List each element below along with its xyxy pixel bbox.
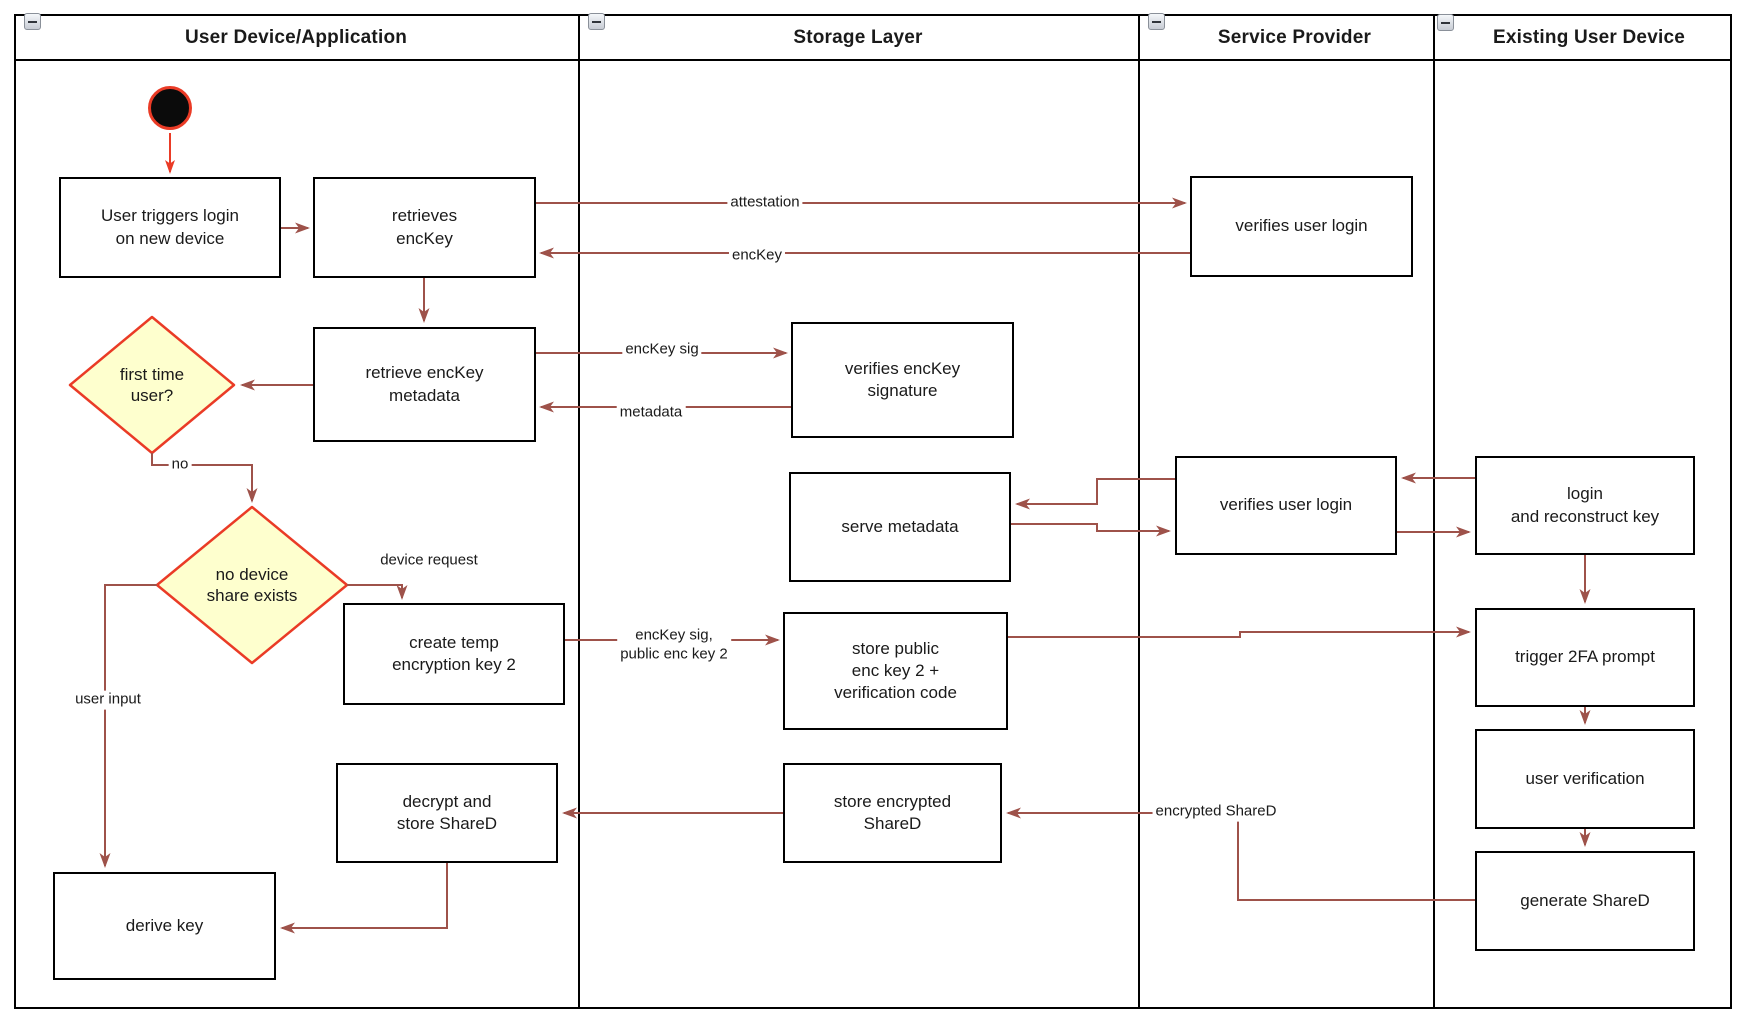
edge-label-metadata: metadata: [616, 403, 686, 423]
collapse-icon[interactable]: [588, 13, 605, 30]
edge-label-enckey-sig: encKey sig: [622, 340, 702, 360]
edge-label-enckey-sig-2: encKey sig, public enc key 2: [617, 626, 731, 664]
node-verifies-user-login-2[interactable]: verifies user login: [1175, 456, 1397, 555]
node-user-verification[interactable]: user verification: [1475, 729, 1695, 829]
edge-label-encrypted-shared: encrypted ShareD: [1152, 802, 1280, 822]
node-retrieve-enckey-metadata[interactable]: retrieve encKey metadata: [313, 327, 536, 442]
lane-header-service-provider[interactable]: Service Provider: [1140, 16, 1431, 59]
lane-divider-2: [1138, 14, 1140, 1009]
lane-title: Service Provider: [1217, 26, 1372, 48]
collapse-icon[interactable]: [24, 13, 41, 30]
lane-title: Storage Layer: [793, 26, 923, 48]
collapse-icon[interactable]: [1148, 13, 1165, 30]
node-derive-key[interactable]: derive key: [53, 872, 276, 980]
edge-label-user-input: user input: [72, 690, 144, 710]
lane-divider-1: [578, 14, 580, 1009]
lane-header-existing-user-device[interactable]: Existing User Device: [1435, 16, 1731, 59]
edge-label-no: no: [168, 455, 192, 475]
node-serve-metadata[interactable]: serve metadata: [789, 472, 1011, 582]
header-divider: [14, 59, 1732, 61]
node-login-and-reconstruct-key[interactable]: login and reconstruct key: [1475, 456, 1695, 555]
node-user-triggers-login[interactable]: User triggers login on new device: [59, 177, 281, 278]
collapse-icon[interactable]: [1437, 14, 1454, 31]
start-node[interactable]: [148, 86, 192, 130]
node-create-temp-key2[interactable]: create temp encryption key 2: [343, 603, 565, 705]
node-store-encrypted-shared[interactable]: store encrypted ShareD: [783, 763, 1002, 863]
node-verifies-enckey-signature[interactable]: verifies encKey signature: [791, 322, 1014, 438]
edge-label-attestation: attestation: [727, 193, 803, 213]
node-decrypt-store-shared[interactable]: decrypt and store ShareD: [336, 763, 558, 863]
edge-label-enckey: encKey: [728, 246, 786, 266]
lane-title: Existing User Device: [1493, 26, 1685, 48]
lane-header-storage-layer[interactable]: Storage Layer: [580, 16, 1136, 59]
node-trigger-2fa-prompt[interactable]: trigger 2FA prompt: [1475, 608, 1695, 707]
lane-header-user-device[interactable]: User Device/Application: [16, 16, 576, 59]
node-generate-shared[interactable]: generate ShareD: [1475, 851, 1695, 951]
node-retrieves-enckey[interactable]: retrieves encKey: [313, 177, 536, 278]
edge-label-device-request: device request: [377, 551, 481, 571]
node-verifies-user-login-1[interactable]: verifies user login: [1190, 176, 1413, 277]
lane-divider-3: [1433, 14, 1435, 1009]
lane-title: User Device/Application: [184, 26, 408, 48]
node-store-public-enc-key2[interactable]: store public enc key 2 + verification co…: [783, 612, 1008, 730]
